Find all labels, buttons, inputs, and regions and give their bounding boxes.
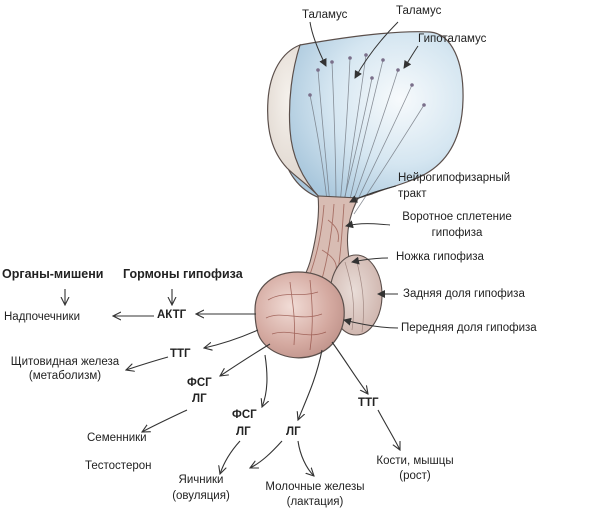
hormone-actg: АКТГ [157, 309, 187, 321]
header-pituitary-hormones: Гормоны гипофиза [123, 267, 243, 281]
label-thalamus-2: Таламус [396, 5, 442, 17]
hormone-lg-3: ЛГ [286, 426, 301, 438]
target-ovaries-line2: (овуляция) [172, 490, 230, 502]
target-mammary-line2: (лактация) [286, 496, 344, 508]
target-testosterone: Тестостерон [85, 460, 152, 472]
label-tract-line1: Нейрогипофизарный [398, 172, 511, 184]
target-testes: Семенники [87, 432, 147, 444]
hormone-ttg-1: ТТГ [170, 348, 191, 360]
hormone-arrows [65, 289, 400, 476]
header-target-organs: Органы-мишени [2, 267, 104, 281]
label-thalamus-1: Таламус [302, 9, 348, 21]
hormone-ttg-2: ТТГ [358, 397, 379, 409]
target-thyroid-line2: (метаболизм) [28, 370, 102, 382]
target-mammary-line1: Молочные железы [265, 481, 365, 493]
anterior-lobe-illustration [254, 271, 345, 359]
label-anterior-lobe: Передняя доля гипофиза [401, 322, 537, 334]
hormone-lg-1: ЛГ [192, 393, 207, 405]
label-hypothalamus: Гипоталамус [418, 33, 487, 45]
target-bones-line1: Кости, мышцы [376, 455, 454, 467]
label-portal-line1: Воротное сплетение [402, 211, 512, 223]
label-leader-arrows [309, 21, 419, 329]
label-tract-line2: тракт [398, 188, 427, 200]
hormone-fsg-2: ФСГ [232, 409, 257, 421]
hormone-lg-2: ЛГ [236, 426, 251, 438]
label-posterior-lobe: Задняя доля гипофиза [403, 288, 525, 300]
target-ovaries-line1: Яичники [178, 474, 224, 486]
target-thyroid-line1: Щитовидная железа [10, 356, 120, 368]
target-adrenal: Надпочечники [4, 311, 81, 323]
hypothalamus-illustration [267, 31, 464, 215]
label-stalk: Ножка гипофиза [396, 251, 484, 263]
target-bones-line2: (рост) [399, 470, 431, 482]
hormone-fsg-1: ФСГ [187, 377, 212, 389]
label-portal-line2: гипофиза [431, 227, 483, 239]
